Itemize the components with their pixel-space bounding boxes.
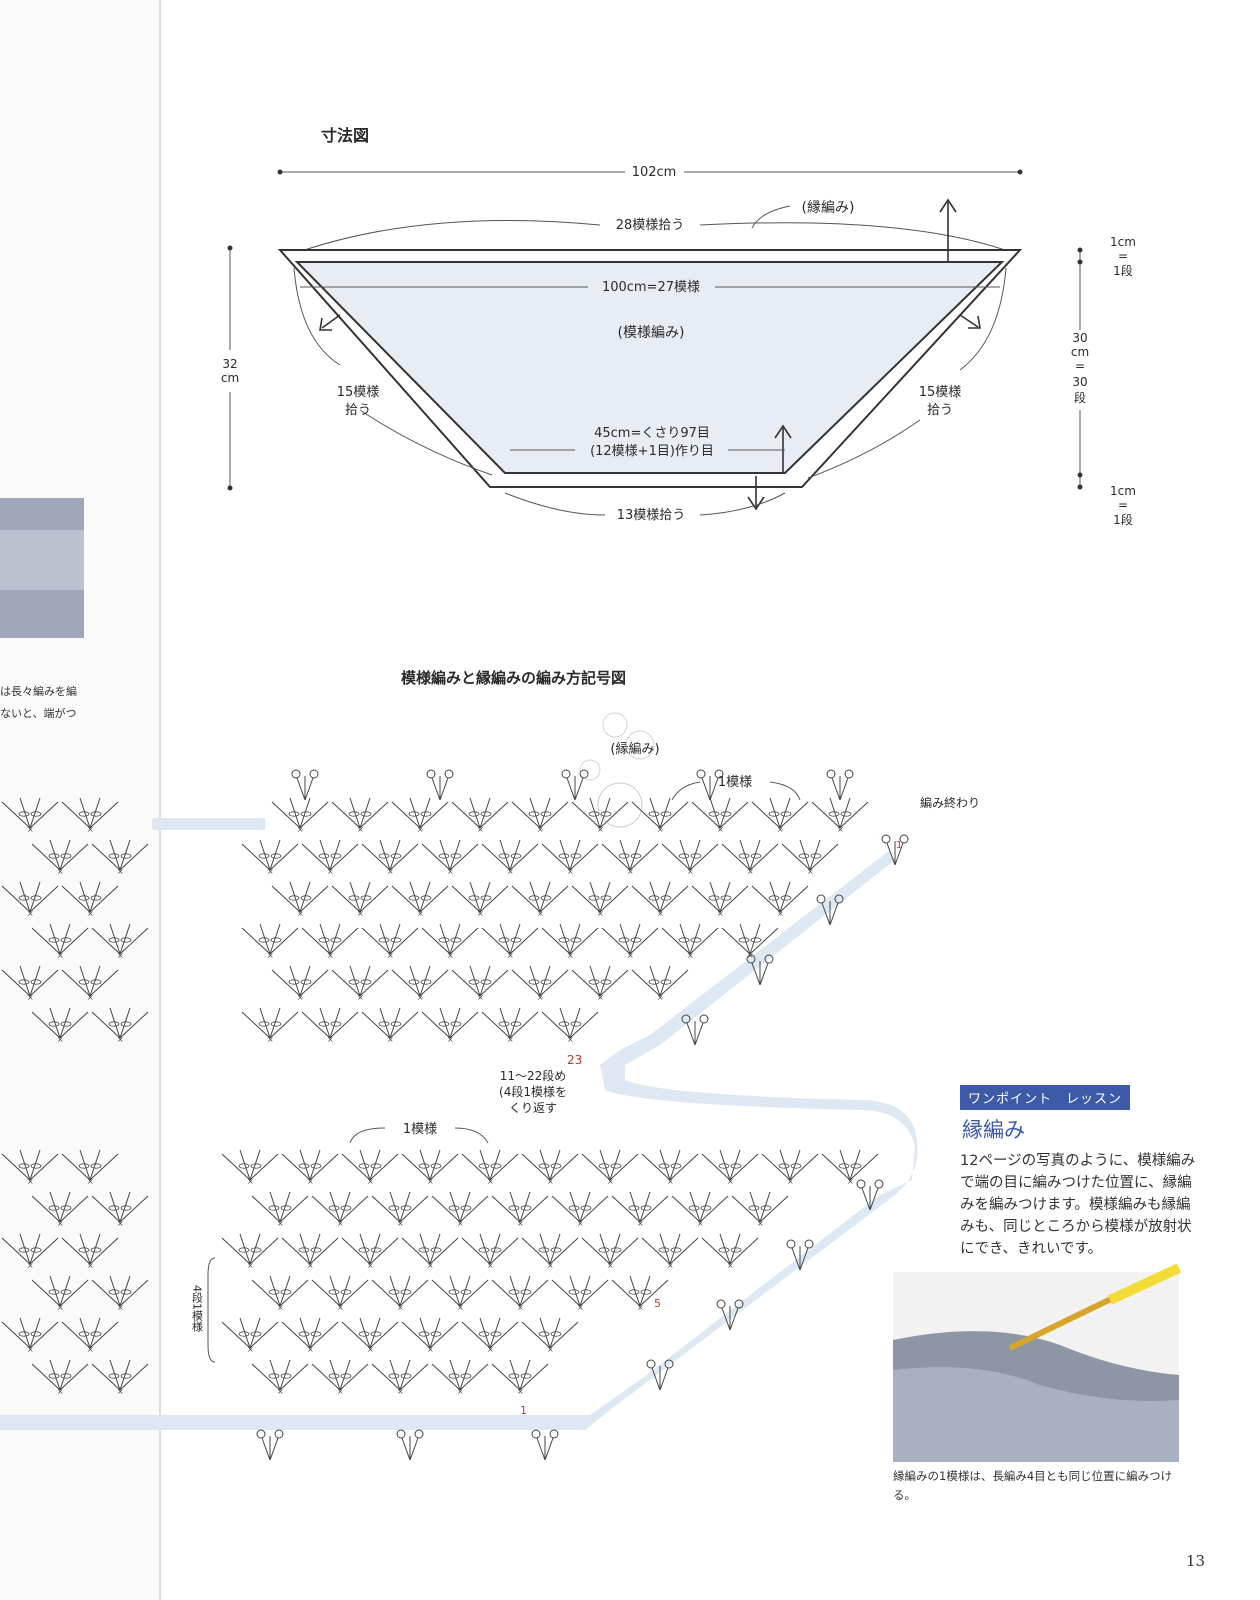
repeat-note-3: くり返す: [509, 1101, 557, 1115]
left-pickup-1: 15模様: [337, 385, 380, 400]
yarn-ball-illustration: [579, 712, 655, 828]
photo-caption: 縁編みの1模様は、長編み4目とも同じ位置に編みつける。: [893, 1469, 1173, 1502]
row-23: 23: [567, 1053, 582, 1067]
row-1-top: 1: [896, 840, 902, 851]
right-mid-2: cm: [1071, 345, 1089, 359]
band-top-left: [152, 818, 265, 830]
lesson-label: ワンポイント レッスン: [960, 1085, 1131, 1110]
row-5: 5: [654, 1297, 661, 1310]
edging-label: (縁編み): [802, 200, 855, 216]
bottom-line-2: (12模様+1目)作り目: [590, 444, 714, 459]
chart-repeat-top: 1模様: [718, 775, 752, 790]
body-trapezoid: [294, 261, 1005, 474]
schematic-title: 寸法図: [321, 126, 369, 145]
right-mid-5: 段: [1074, 390, 1086, 405]
right-pickup-2: 拾う: [927, 403, 953, 418]
inner-width-label: 100cm=27模様: [602, 280, 700, 295]
right-bot-1: 1cm: [1110, 484, 1136, 498]
right-top-1: 1cm: [1110, 235, 1136, 249]
height-value: 32: [222, 357, 237, 371]
end-label: 編み終わり: [920, 795, 980, 810]
left-page-text-line-1: は長々編みを編: [0, 685, 77, 698]
arrow-left-side: [321, 314, 341, 329]
bottom-line-1: 45cm=くさり97目: [594, 426, 710, 441]
page-number: 13: [1186, 1552, 1206, 1570]
lesson-heading: 縁編み: [962, 1118, 1025, 1142]
right-mid-1: 30: [1072, 331, 1087, 345]
top-pickup-label: 28模様拾う: [616, 218, 685, 233]
height-unit: cm: [221, 371, 239, 385]
arrow-right-side: [959, 314, 979, 328]
right-mid-4: 30: [1072, 375, 1087, 389]
edging-photo: [893, 1263, 1182, 1462]
right-bot-3: 1段: [1113, 512, 1133, 527]
right-top-3: 1段: [1113, 263, 1133, 278]
right-pickup-1: 15模様: [919, 385, 962, 400]
right-mid-3: =: [1075, 359, 1085, 373]
right-top-2: =: [1118, 249, 1128, 263]
stitch-chart-lower: [221, 1149, 884, 1461]
chart-edging-label: (縁編み): [610, 741, 659, 757]
repeat-note-1: 11〜22段め: [500, 1068, 567, 1083]
one-point-lesson: ワンポイント レッスン 縁編み 12ページの写真のように、模様編みで端の目に編み…: [960, 1085, 1198, 1260]
side-note: 4段1模様: [191, 1285, 204, 1332]
chart-title: 模様編みと縁編みの編み方記号図: [401, 669, 626, 687]
left-pickup-2: 拾う: [345, 403, 371, 418]
lesson-body: 12ページの写真のように、模様編みで端の目に編みつけた位置に、縁編みを編みつけま…: [960, 1153, 1196, 1257]
left-page-text: は長々編みを編 ないと、端がつ: [0, 681, 77, 725]
right-bot-2: =: [1118, 498, 1128, 512]
repeat-note-2: (4段1模様を: [499, 1084, 567, 1099]
stitch-chart-upper: [241, 769, 909, 1046]
left-page-text-line-2: ないと、端がつ: [0, 707, 77, 720]
bottom-pickup-label: 13模様拾う: [617, 508, 686, 523]
chart-repeat-bottom: 1模様: [403, 1122, 437, 1137]
left-page: [0, 0, 160, 1600]
band-edging: [150, 830, 918, 1430]
row-1: 1: [520, 1404, 527, 1417]
body-label: (模様編み): [618, 325, 685, 341]
top-width-label: 102cm: [632, 165, 677, 180]
